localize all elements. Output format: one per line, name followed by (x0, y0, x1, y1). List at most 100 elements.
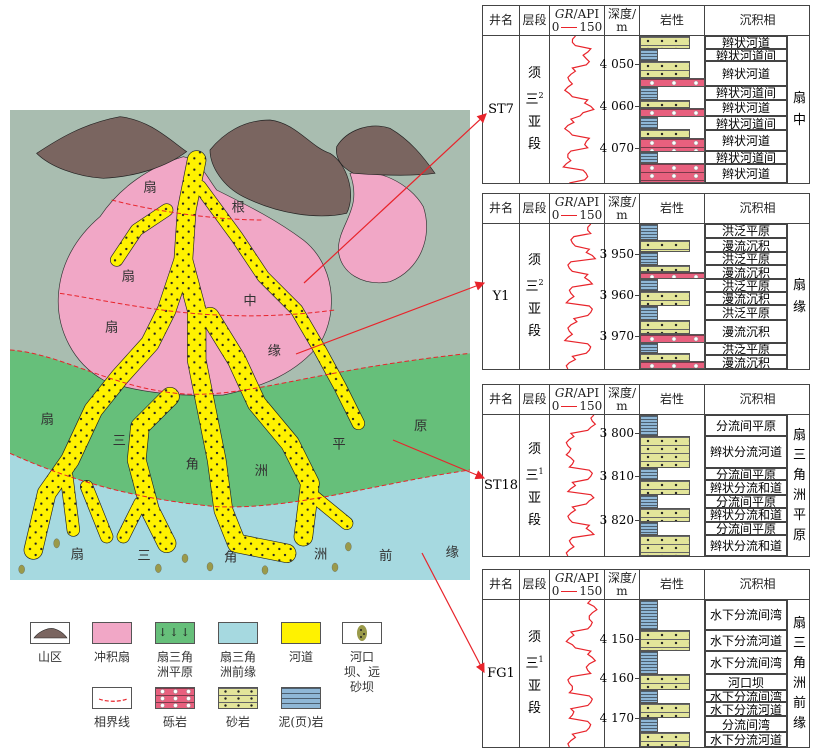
gr-trace (565, 415, 597, 556)
layer-char: 亚 (527, 301, 541, 317)
lithology-sand (640, 36, 690, 49)
legend-swatch-sand (218, 687, 258, 709)
legend-label: 砂岩 (225, 715, 250, 729)
facies-cell: 辫状分流河道 (705, 435, 787, 469)
facies-column: 洪泛平原漫流沉积洪泛平原漫流沉积洪泛平原漫流沉积洪泛平原漫流沉积洪泛平原漫流沉积 (705, 224, 787, 369)
depth-unit: m (616, 583, 628, 598)
depth-tick-label: 4 160 (600, 671, 639, 685)
legend-item-channel: 河道 (271, 622, 331, 665)
facies-cell: 漫流沉积 (705, 291, 787, 306)
legend-swatch-mountain (30, 622, 70, 644)
facies-cell: 分流间平原 (705, 494, 787, 508)
category-char: 扇 (792, 427, 806, 443)
fan-labels: 扇 根 扇 中 扇 缘 (105, 180, 281, 359)
facies-cell: 漫流沉积 (705, 237, 787, 253)
header-lithology: 岩性 (640, 385, 705, 415)
gr-label-line: GR/API (555, 195, 599, 209)
gr-trace (565, 600, 598, 747)
gr-scale-line (561, 214, 578, 216)
map-label: 缘 (446, 545, 459, 561)
facies-column: 水下分流间湾水下分流河道水下分流间湾河口坝水下分流间湾水下分流河道分流间湾水下分… (705, 600, 787, 747)
lithology-sand (640, 99, 690, 109)
arrow-down-icon: ↓↓↓ (158, 626, 192, 639)
layer-char: 段 (527, 323, 541, 339)
legend-label: 河口坝、远砂坝 (343, 650, 380, 694)
gr-max: 150 (579, 207, 603, 222)
facies-cell: 水下分流河道 (705, 702, 787, 717)
gr-curve-column (550, 36, 605, 183)
legend-item-gravel: 砾岩 (145, 687, 205, 730)
gr-min: 0 (551, 19, 560, 34)
category-char: 中 (792, 112, 806, 128)
lithology-mud (640, 600, 658, 630)
legend-swatch-bar (342, 622, 382, 644)
facies-cell: 水下分流河道 (705, 732, 787, 747)
mountain-left (36, 116, 188, 179)
layer-char: 三1 (525, 655, 544, 672)
legend-swatch-front (218, 622, 258, 644)
map-label: 根 (232, 200, 245, 216)
depth-label: 深度/ (607, 570, 637, 585)
lithology-sand (640, 535, 690, 556)
facies-cell: 辫状河道间 (705, 150, 787, 164)
gr-max: 150 (579, 398, 603, 413)
lithology-sand (640, 480, 690, 495)
gr-unit: /API (573, 385, 600, 400)
category-char: 三 (792, 447, 806, 463)
depth-tick-label: 4 170 (600, 711, 639, 725)
gr-label-line: GR/API (555, 7, 599, 21)
lithology-mud (640, 306, 658, 320)
plain-labels: 扇 三 角 洲 平 原 (41, 411, 428, 479)
header-layer: 层段 (520, 194, 550, 224)
lithology-mud (640, 151, 658, 163)
fan-delta-front-zone (10, 453, 470, 580)
lithology-sand (640, 290, 690, 307)
depth-tick-label: 3 820 (600, 513, 639, 527)
legend-label: 相界线 (93, 715, 130, 729)
category-char: 三 (792, 635, 806, 651)
legend-label: 冲积扇 (93, 650, 130, 664)
layer-char: 亚 (527, 678, 541, 694)
gr-curve-column (550, 415, 605, 556)
map-label: 中 (243, 293, 256, 309)
lithology-gravel (640, 361, 705, 369)
depth-label: 深度/ (607, 194, 637, 209)
header-well-name: 井名 (483, 570, 520, 600)
depth-tick-label: 3 950 (600, 247, 639, 261)
layer-char: 段 (527, 136, 541, 152)
gr-scale-line (561, 590, 578, 592)
layer-char: 须 (527, 442, 541, 458)
well-name: ST18 (483, 415, 520, 556)
gr-label: GR (554, 385, 574, 400)
gr-label-line: GR/API (554, 385, 600, 400)
lithology-mud (640, 86, 658, 100)
lithology-mud (640, 718, 658, 733)
lithology-sand (640, 507, 690, 523)
facies-cell: 辫状河道 (705, 36, 787, 49)
legend-swatch-gravel (155, 687, 195, 709)
legend-swatch-fan (92, 622, 132, 644)
map-label: 洲 (255, 464, 268, 479)
facies-cell: 辫状河道 (705, 130, 787, 151)
lithology-mud (640, 117, 658, 130)
category-char: 角 (792, 655, 806, 671)
header-depth: 深度/m (605, 385, 640, 415)
lithology-mud (640, 278, 658, 291)
facies-cell: 洪泛平原 (705, 305, 787, 320)
depth-label: 深度/ (607, 385, 637, 400)
legend-item-boundary: 相界线 (82, 687, 142, 730)
category-char: 前 (792, 695, 806, 711)
header-well-name: 井名 (483, 385, 520, 415)
map-label: 平 (332, 437, 345, 452)
category-char: 洲 (792, 487, 806, 503)
map-label: 洲 (314, 547, 327, 562)
lithology-sand (640, 129, 690, 139)
map-label: 扇 (122, 269, 135, 285)
legend-item-fan: 冲积扇 (82, 622, 142, 665)
